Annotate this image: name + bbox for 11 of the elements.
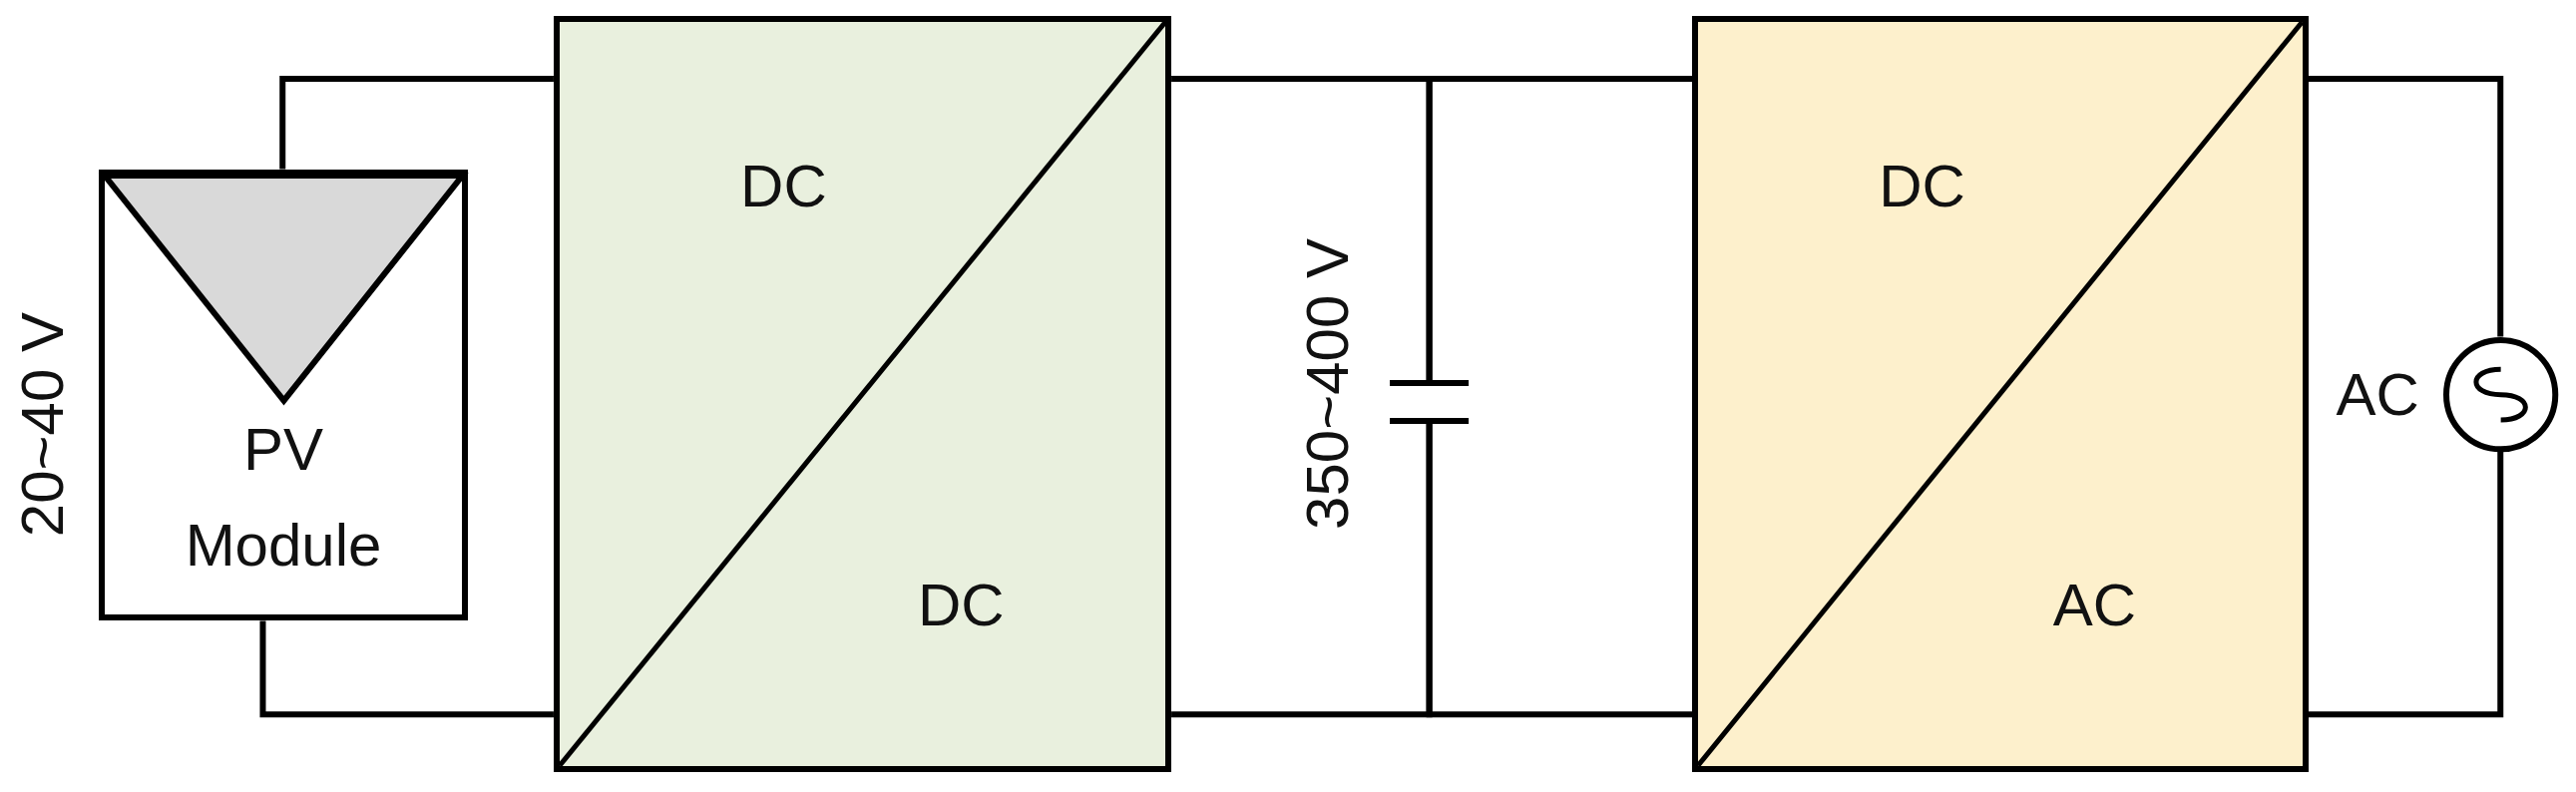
ac-label: AC: [2336, 364, 2419, 425]
voltage-label: 350~400 V: [1297, 237, 1358, 530]
output-label: DC: [917, 576, 1005, 636]
input-label: DC: [1879, 157, 1965, 217]
output-label: AC: [2052, 576, 2137, 636]
pv-module-label: PV Module: [184, 414, 383, 581]
input-label: DC: [740, 157, 827, 217]
capacitor-symbol: [1390, 379, 1470, 426]
pv-module-box: [98, 169, 469, 621]
ac-source-symbol: [2442, 336, 2558, 452]
voltage-label: 20~40 V: [13, 311, 74, 538]
